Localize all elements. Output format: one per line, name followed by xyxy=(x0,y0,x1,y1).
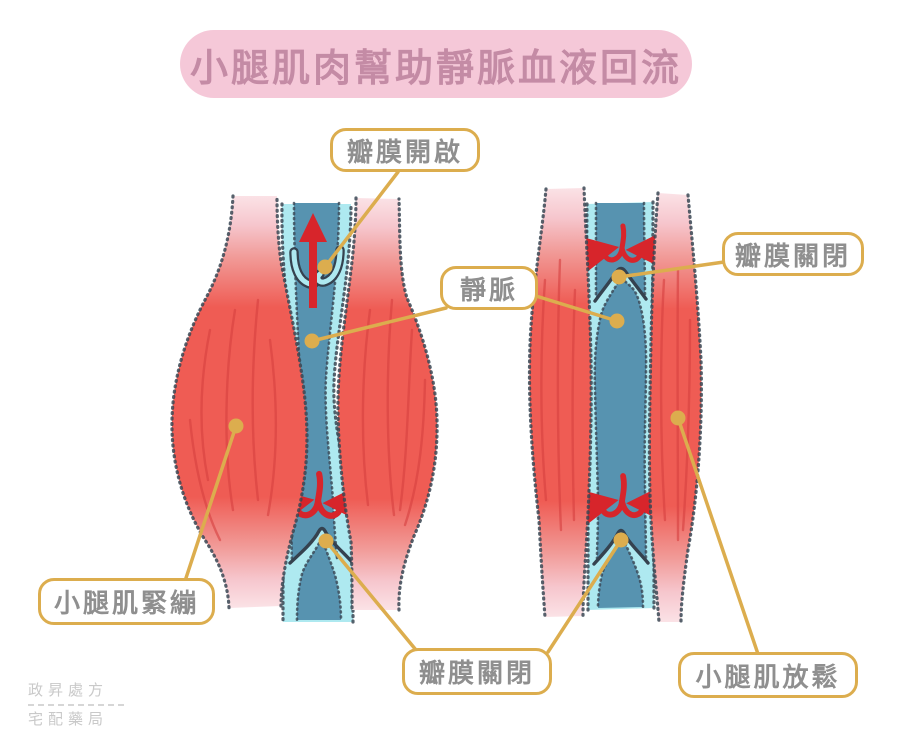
leader-dot xyxy=(613,532,629,548)
right-muscle-relaxed xyxy=(647,191,703,624)
leader-dot xyxy=(611,269,627,285)
leader-line xyxy=(324,539,418,652)
left-muscle-relaxed xyxy=(527,186,593,619)
leader-dot xyxy=(670,410,686,426)
leader-line xyxy=(534,294,619,323)
watermark-line2: 宅配藥局 xyxy=(28,711,109,728)
leader-lines xyxy=(184,170,760,656)
leader-dot xyxy=(304,333,320,349)
callout-vein: 靜脈 xyxy=(440,266,538,310)
watermark-line1: 政昇處方 xyxy=(28,682,109,699)
leader-line xyxy=(617,260,726,279)
right-muscle-tight xyxy=(336,196,439,612)
valve-closed-left-bottom xyxy=(288,526,354,565)
callout-calf-muscle-tight: 小腿肌緊繃 xyxy=(38,578,215,625)
watermark-divider xyxy=(28,704,124,706)
left-calf-illustration xyxy=(170,194,439,624)
left-muscle-tight xyxy=(170,194,309,610)
leader-line xyxy=(184,424,238,580)
valve-closed-right-bottom xyxy=(592,528,650,566)
leader-line xyxy=(676,416,760,656)
up-flow-arrow-icon xyxy=(299,213,327,308)
vein-right xyxy=(585,200,656,612)
callout-valve-closed-top: 瓣膜關閉 xyxy=(722,232,864,276)
callout-valve-open: 瓣膜開啟 xyxy=(330,128,480,172)
leader-line xyxy=(323,170,400,269)
leader-dot xyxy=(318,533,334,549)
leader-dot xyxy=(317,259,333,275)
callout-valve-closed-bottom: 瓣膜關閉 xyxy=(402,648,552,695)
page-title: 小腿肌肉幫助靜脈血液回流 xyxy=(180,30,692,98)
callout-calf-muscle-relaxed: 小腿肌放鬆 xyxy=(678,652,858,698)
leader-line xyxy=(546,538,623,654)
right-calf-illustration xyxy=(527,186,703,624)
leader-dot xyxy=(609,313,625,329)
leader-line xyxy=(310,306,448,343)
watermark: 政昇處方 宅配藥局 xyxy=(28,682,124,728)
leader-dot xyxy=(228,418,244,434)
valve-closed-right-top xyxy=(593,266,648,303)
